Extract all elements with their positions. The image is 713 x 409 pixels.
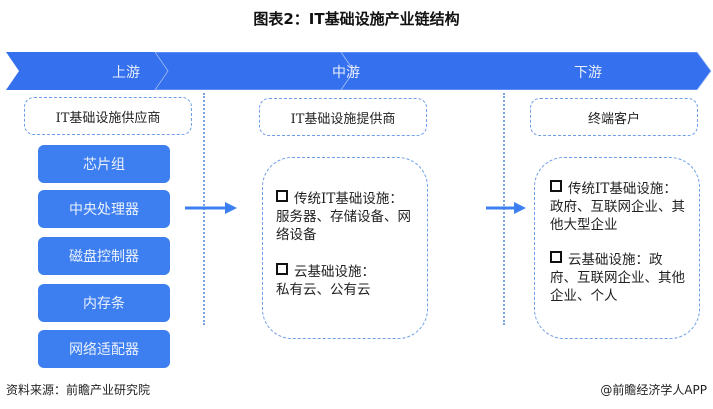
downstream-bullet: 传统IT基础设施：政府、互联网企业、其他大型企业 — [550, 180, 685, 233]
chevron-upstream — [6, 52, 168, 90]
credit-note: @前瞻经济学人APP — [600, 383, 707, 397]
square-bullet-icon — [550, 180, 562, 192]
chart-title: 图表2：IT基础设施产业链结构 — [253, 10, 460, 28]
stage-label-midstream: 中游 — [332, 65, 360, 81]
upstream-header: IT基础设施供应商 — [24, 97, 192, 135]
midstream-detail-box — [262, 157, 428, 339]
upstream-item: 中央处理器 — [38, 190, 170, 228]
downstream-header: 终端客户 — [530, 98, 698, 136]
arrow-right-icon — [486, 202, 526, 214]
square-bullet-icon — [276, 263, 288, 275]
source-note: 资料来源：前瞻产业研究院 — [6, 383, 151, 397]
chevron-midstream — [154, 52, 355, 90]
downstream-bullet: 云基础设施：政府、互联网企业、其他企业、个人 — [550, 251, 685, 304]
stage-label-downstream: 下游 — [574, 65, 602, 81]
upstream-item: 芯片组 — [38, 145, 170, 183]
stage-label-upstream: 上游 — [112, 65, 140, 81]
midstream-bullet: 云基础设施： 私有云、公有云 — [276, 263, 375, 298]
arrow-right-icon — [185, 202, 237, 214]
chevron-downstream — [340, 52, 712, 90]
square-bullet-icon — [276, 190, 288, 202]
upstream-item: 网络适配器 — [38, 330, 170, 368]
upstream-item: 内存条 — [38, 284, 170, 322]
stage-chevrons — [6, 52, 712, 90]
midstream-bullet: 传统IT基础设施： 服务器、存储设备、网络设备 — [276, 190, 411, 243]
midstream-header: IT基础设施提供商 — [259, 98, 427, 136]
square-bullet-icon — [550, 251, 562, 263]
upstream-item: 磁盘控制器 — [38, 237, 170, 275]
